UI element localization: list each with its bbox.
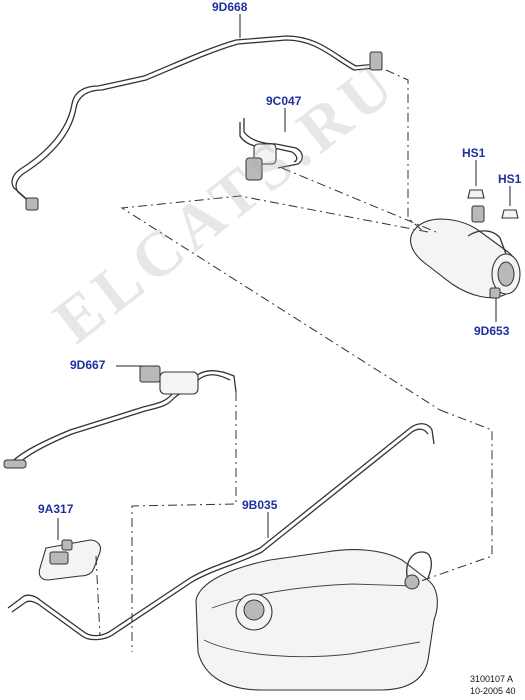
pipe-9b035-inner xyxy=(11,428,429,641)
label-9a317: 9A317 xyxy=(38,502,74,516)
pipe-9d667-inner xyxy=(13,374,231,469)
link-9c047-to-canister xyxy=(281,167,437,233)
fuel-pump-cap xyxy=(243,599,265,621)
hs1-bolt-a xyxy=(467,189,485,199)
purge-valve-bracket xyxy=(139,365,161,383)
doc-date: 10-2005 40 xyxy=(470,686,516,696)
tank-ridge xyxy=(211,583,415,609)
label-9b035: 9B035 xyxy=(242,498,278,512)
label-9d667: 9D667 xyxy=(70,358,106,372)
hs1-bolt-b xyxy=(501,209,519,219)
pipe-9d667-end xyxy=(3,459,27,469)
vapour-pipe-9d668-inner xyxy=(15,39,377,207)
label-9c047: 9C047 xyxy=(266,94,302,108)
link-9a317-to-pipe xyxy=(95,555,101,637)
canister-port xyxy=(489,287,501,299)
canister-9d653 xyxy=(410,205,521,299)
fuel-tank-9b035 xyxy=(195,549,438,691)
valve-9c047-body xyxy=(245,157,263,181)
vapour-pipe-9d668 xyxy=(11,35,383,203)
purge-valve-9d667 xyxy=(159,371,199,395)
link-canister-to-main xyxy=(120,195,441,411)
sensor-9a317 xyxy=(38,539,102,581)
tank-filler-loop xyxy=(406,551,433,581)
label-hs1-a: HS1 xyxy=(462,146,486,160)
tank-shell xyxy=(195,549,438,691)
link-main-to-tank xyxy=(417,409,493,583)
pipe-9b035 xyxy=(7,423,435,637)
pipe-9d667 xyxy=(9,370,237,465)
pipe-connector-right xyxy=(369,51,383,71)
label-9d668: 9D668 xyxy=(212,0,248,14)
link-9d667-to-pipe xyxy=(131,392,237,652)
canister-bracket xyxy=(471,205,485,223)
link-canister-to-9d668 xyxy=(385,69,425,233)
label-hs1-b: HS1 xyxy=(498,172,522,186)
canister-end-inner xyxy=(497,261,515,287)
tank-seam xyxy=(203,639,421,658)
pipe-connector-left xyxy=(25,197,39,211)
pipe-9c047 xyxy=(243,118,303,169)
canister-pipe xyxy=(467,230,507,255)
tank-filler-cap xyxy=(404,574,420,590)
label-9d653: 9D653 xyxy=(474,324,510,338)
doc-code: 3100107 A xyxy=(470,674,514,684)
